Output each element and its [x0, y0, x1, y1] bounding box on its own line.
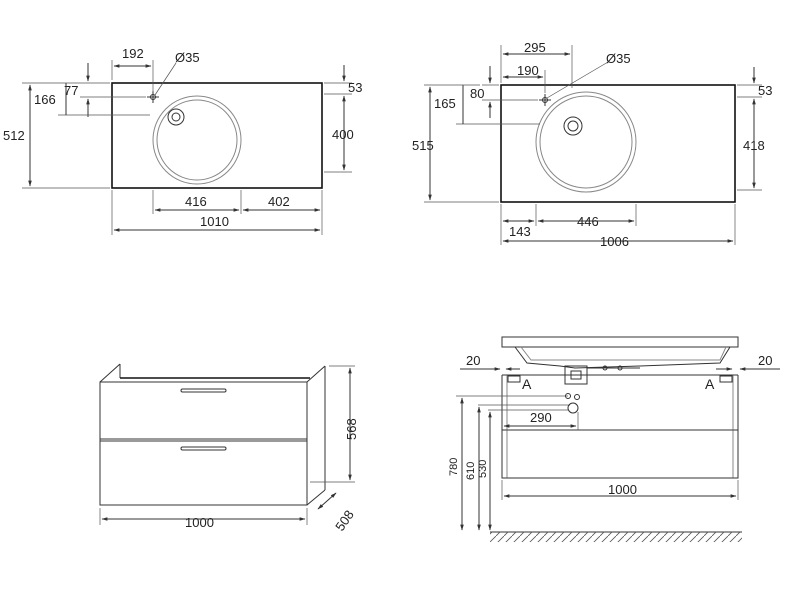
dim-165: 165 [434, 96, 456, 111]
basin-inner [156, 99, 238, 181]
cabinet-front [99, 381, 308, 506]
basin-inner [539, 95, 633, 189]
dim-512: 512 [3, 128, 25, 143]
countertop-outline [500, 84, 736, 203]
drawer-handle-top [180, 388, 227, 393]
bracket-right [719, 375, 733, 383]
dim-hole-diameter: Ø35 [606, 51, 631, 66]
dim-508: 508 [332, 507, 357, 533]
countertop-section [501, 336, 739, 348]
drain-outer [563, 116, 583, 136]
section-marker-left: A [522, 376, 532, 392]
drain-outer [167, 108, 185, 126]
dim-192: 192 [122, 46, 144, 61]
top-left-plan-view: Ø35 192 77 166 512 53 400 [3, 46, 362, 235]
basin-outer [535, 91, 637, 193]
dim-400: 400 [332, 127, 354, 142]
dim-53-left: 53 [348, 80, 362, 95]
drain-inner [171, 112, 181, 122]
dim-295: 295 [524, 40, 546, 55]
dim-77: 77 [64, 83, 78, 98]
cabinet-body-section [501, 429, 739, 479]
basin-outer [152, 95, 242, 185]
dim-568: 568 [344, 418, 359, 440]
drawer-handle-bottom [180, 446, 227, 451]
dim-1006: 1006 [600, 234, 629, 249]
dim-left-gap: 20 [466, 353, 480, 368]
dim-53-right: 53 [758, 83, 772, 98]
dim-1010: 1010 [200, 214, 229, 229]
dim-416: 416 [185, 194, 207, 209]
countertop-outline [111, 82, 323, 189]
dim-610: 610 [465, 462, 477, 480]
dim-166: 166 [34, 92, 56, 107]
bracket-left [507, 375, 521, 383]
dim-143: 143 [509, 224, 531, 239]
dim-hole-diameter: Ø35 [175, 50, 200, 65]
dim-402: 402 [268, 194, 290, 209]
dim-80: 80 [470, 86, 484, 101]
cabinet-perspective-view: 568 1000 508 [99, 363, 359, 534]
dim-cabinet-width: 1000 [185, 515, 214, 530]
dim-515: 515 [412, 138, 434, 153]
dim-190: 190 [517, 63, 539, 78]
dim-section-width: 1000 [608, 482, 637, 497]
dim-418: 418 [743, 138, 765, 153]
basin-bowl-section [514, 346, 731, 369]
tap-hole-marker [147, 62, 177, 103]
dim-right-gap: 20 [758, 353, 772, 368]
top-right-plan-view: Ø35 295 190 80 165 515 53 418 [412, 40, 772, 249]
section-marker-right: A [705, 376, 715, 392]
dim-drain-offset: 290 [530, 410, 552, 425]
front-section-view: A A 20 20 290 780 610 530 1000 [448, 336, 780, 542]
tap-hole-marker [539, 61, 609, 106]
dim-530: 530 [477, 460, 489, 478]
dim-446: 446 [577, 214, 599, 229]
drain-inner [567, 120, 579, 132]
dim-780: 780 [448, 458, 460, 476]
